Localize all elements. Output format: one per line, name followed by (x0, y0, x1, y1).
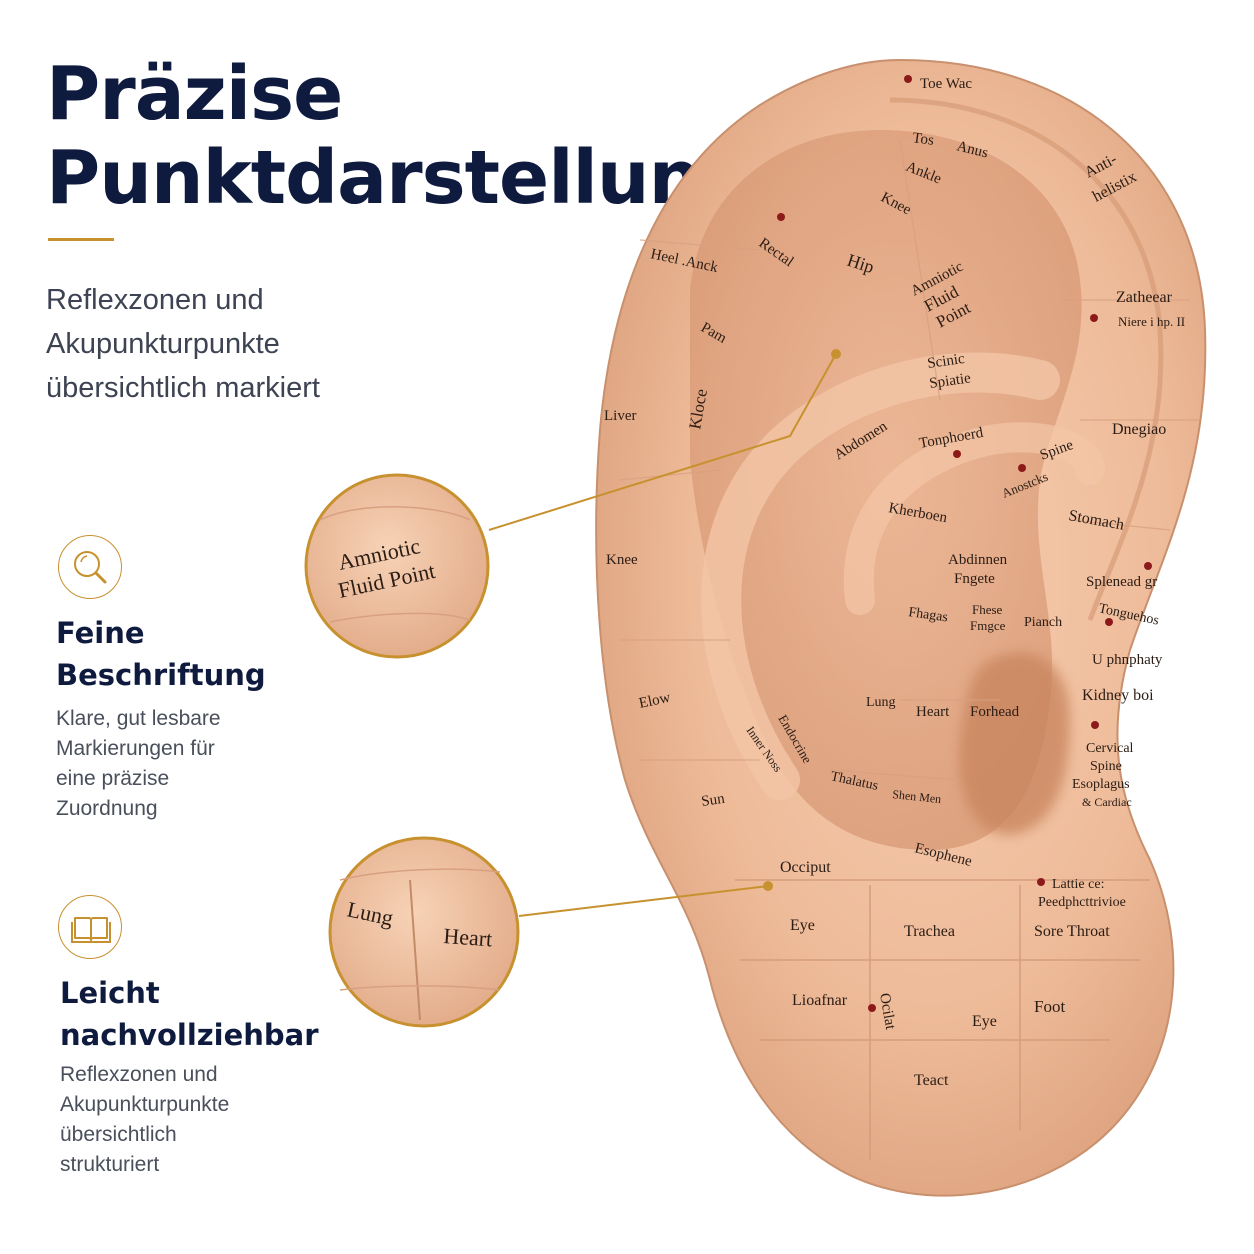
ear-antihelix (701, 352, 1060, 800)
ear-label-sun: Sun (700, 791, 726, 810)
book-icon (58, 895, 122, 959)
feature2-desc-line2: Akupunkturpunkte (60, 1093, 230, 1116)
zoom-callout-lung-heart: Lung Heart (328, 836, 520, 1028)
ear-label-liver: Liver (604, 408, 636, 424)
feature-title-leicht-nachvollziehbar: Leicht nachvollziehbar (60, 972, 319, 1056)
feature-desc-leicht-nachvollziehbar: Reflexzonen und Akupunkturpunkte übersic… (60, 1060, 229, 1180)
ear-label-eye-mid: Eye (972, 1013, 997, 1030)
ear-label-shen-men: Shen Men (892, 787, 942, 806)
feature-title-feine-beschriftung: Feine Beschriftung (56, 612, 266, 696)
ear-helix-rim (889, 97, 1164, 621)
callout-anchor-top (831, 349, 841, 359)
magnifier-icon (58, 535, 122, 599)
ear-label-lung: Lung (866, 695, 896, 710)
callout-lines (488, 353, 837, 917)
zoom-label-heart: Heart (443, 923, 493, 951)
feature1-title-line2: Beschriftung (56, 658, 266, 692)
ear-label-cervical-4: & Cardiac (1082, 795, 1132, 809)
subtitle-line1: Reflexzonen und (46, 284, 264, 316)
ear-label-splenead: Splenead gr (1086, 574, 1157, 590)
ear-label-trachea: Trachea (904, 923, 955, 940)
feature2-title-line2: nachvollziehbar (60, 1018, 319, 1052)
ear-region-lines (619, 139, 1200, 781)
feature2-desc-line4: strukturiert (60, 1153, 160, 1176)
feature1-desc-line3: eine präzise (56, 767, 170, 790)
ear-label-anus: Anus (955, 138, 990, 161)
ear-label-lioafnar: Lioafnar (792, 992, 848, 1009)
ear-label-niere: Niere i hp. II (1118, 314, 1185, 329)
ear-label-teact: Teact (914, 1072, 949, 1089)
feature1-desc-line4: Zuordnung (56, 797, 158, 820)
feature2-desc-line1: Reflexzonen und (60, 1063, 218, 1086)
ear-label-u-phnphaty: U phnphaty (1092, 652, 1163, 668)
ear-label-foot: Foot (1034, 997, 1065, 1016)
accent-divider (48, 238, 114, 241)
feature1-desc-line1: Klare, gut lesbare (56, 707, 221, 730)
ear-label-occiput: Occiput (780, 859, 831, 876)
ear-label-scinic-2: Spiatie (928, 370, 972, 392)
ear-concha-cavity (959, 652, 1070, 835)
ear-label-heart: Heart (916, 704, 950, 720)
feature1-title-line1: Feine (56, 616, 145, 650)
ear-label-eye-left: Eye (790, 917, 815, 934)
ear-label-cervical-3: Esoplagus (1072, 777, 1130, 792)
ear-label-lattie-1: Lattie ce: (1052, 877, 1104, 892)
feature2-desc-line3: übersichtlich (60, 1123, 177, 1146)
page-title: Präzise Punktdarstellung (46, 51, 753, 221)
subtitle-line2: Akupunkturpunkte (46, 328, 280, 360)
ear-label-kidney: Kidney boi (1082, 687, 1154, 704)
ear-label-forhead: Forhead (970, 704, 1020, 720)
ear-labels: Toe Wac Tos Anus Ankle Knee Hip Rectal H… (604, 76, 1185, 1089)
ear-label-sore-throat: Sore Throat (1034, 923, 1110, 940)
ear-label-tos: Tos (911, 130, 935, 149)
page-subtitle: Reflexzonen und Akupunkturpunkte übersic… (46, 278, 406, 410)
feature2-title-line1: Leicht (60, 976, 160, 1010)
callout-anchor-bottom (763, 881, 773, 891)
ear-label-cervical-1: Cervical (1086, 741, 1134, 756)
zoom-callout-amniotic: Amniotic Fluid Point (304, 473, 490, 659)
subtitle-line3: übersichtlich markiert (46, 372, 320, 404)
ear-label-fhagas: Fhagas (907, 605, 948, 625)
ear-label-fhese-1: Fhese (972, 602, 1003, 617)
ear-label-toe-wac: Toe Wac (920, 76, 972, 92)
ear-label-cervical-2: Spine (1090, 759, 1122, 774)
feature1-desc-line2: Markierungen für (56, 737, 215, 760)
ear-label-ocilat: Ocilat (876, 992, 898, 1032)
ear-label-lattie-2: Peedphcttrivioe (1038, 895, 1126, 910)
ear-label-abdinnen-2: Fngete (954, 571, 995, 587)
ear-label-zatheear: Zatheear (1116, 289, 1173, 306)
ear-label-elow: Elow (638, 690, 672, 712)
ear-acupoints (777, 75, 1152, 1012)
ear-label-knee-left: Knee (606, 552, 638, 568)
ear-label-scinic-1: Scinic (926, 351, 966, 372)
ear-label-dnegiao: Dnegiao (1112, 421, 1166, 438)
ear-label-fhese-2: Fmgce (970, 618, 1006, 633)
feature-desc-feine-beschriftung: Klare, gut lesbare Markierungen für eine… (56, 704, 221, 824)
ear-label-pianch: Pianch (1024, 615, 1062, 630)
ear-label-abdinnen-1: Abdinnen (948, 552, 1008, 568)
ear-lobe-grid (735, 879, 1150, 1160)
page-title-line1: Präzise (46, 51, 343, 137)
page-title-line2: Punktdarstellung (46, 135, 753, 221)
